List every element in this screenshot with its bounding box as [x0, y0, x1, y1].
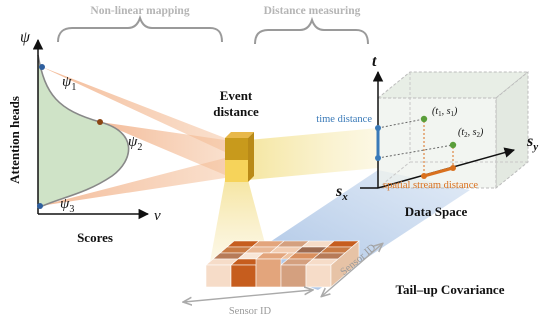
mapping-bracket: [57, 14, 223, 43]
sensor-id-bottom-label: Sensor ID: [229, 306, 272, 317]
event-point-2: [449, 141, 457, 149]
covariance-cell-front: [305, 264, 332, 288]
distribution-curve: [37, 54, 130, 209]
t-axis-label: t: [372, 53, 377, 70]
sensor-id-bottom-arrow: [184, 290, 312, 302]
spatial-distance-bar: [423, 166, 454, 178]
psi3-point: [37, 203, 43, 209]
covariance-cell-front: [205, 264, 232, 288]
psi1-point: [39, 64, 45, 70]
data-space-title: Data Space: [405, 204, 468, 219]
event-point-1: [420, 115, 428, 123]
distance-bracket-label: Distance measuring: [264, 5, 361, 17]
sy-axis-label: sy: [526, 133, 538, 153]
psi1-label: ψ1: [62, 74, 76, 93]
sensor-id-side-arrow: [322, 244, 382, 296]
point2-label: (t2, s2): [458, 127, 484, 139]
psi2-label: ψ2: [128, 134, 142, 153]
psi-axis-symbol: ψ: [20, 29, 31, 46]
scores-label: Scores: [77, 230, 113, 245]
beam-psi1: [42, 67, 225, 152]
event-label-line2: distance: [213, 104, 259, 119]
sx-axis-label: sx: [335, 183, 348, 203]
beam-psi3: [40, 158, 225, 206]
event-distance-block: [225, 132, 254, 182]
data-space-cube: [360, 70, 530, 190]
distribution-fill: [38, 55, 129, 208]
covariance-matrix: [205, 240, 360, 288]
beam-to-dataspace: [248, 128, 378, 180]
point1-label: (t1, s1): [432, 106, 458, 118]
covariance-title: Tail–up Covariance: [396, 282, 505, 297]
attention-heads-label: Attention heads: [7, 96, 22, 184]
time-distance-label: time distance: [316, 114, 372, 125]
mapping-bracket-label: Non-linear mapping: [90, 5, 189, 17]
covariance-cell-front: [280, 264, 307, 288]
v-axis-symbol: v: [154, 208, 161, 224]
beam-psi2: [100, 122, 225, 175]
psi2-point: [97, 119, 103, 125]
event-label-line1: Event: [220, 88, 253, 103]
covariance-cell-front: [255, 258, 282, 288]
psi3-label: ψ3: [60, 196, 74, 215]
spatial-distance-label: spatial stream distance: [383, 180, 478, 191]
covariance-cell-front: [230, 264, 257, 288]
distance-bracket: [254, 16, 369, 45]
attention-distribution-plot: [32, 38, 150, 220]
